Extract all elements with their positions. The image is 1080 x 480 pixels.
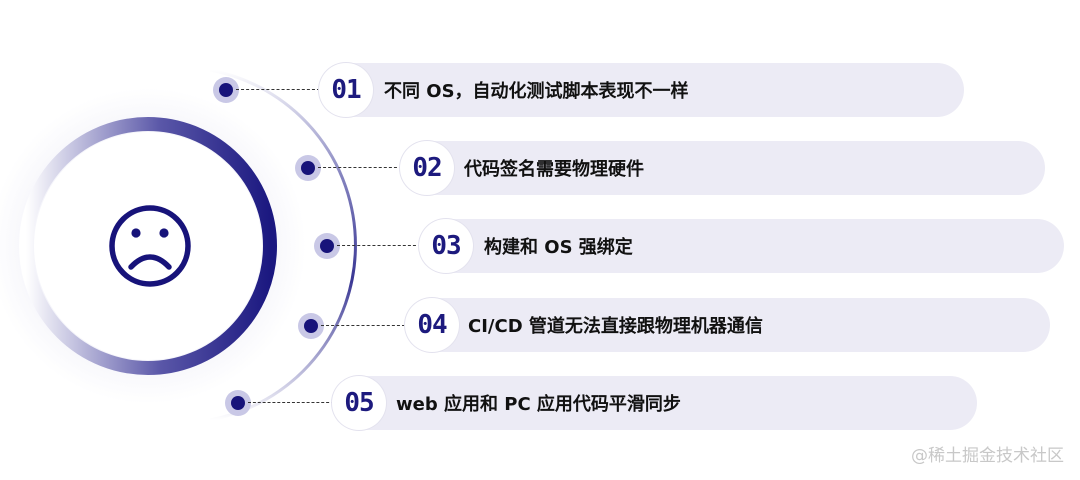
timeline-dot: [213, 77, 239, 103]
timeline-dot: [314, 233, 340, 259]
timeline-dot: [298, 313, 324, 339]
item-text: 代码签名需要物理硬件: [464, 159, 644, 180]
item-text: 不同 OS，自动化测试脚本表现不一样: [384, 81, 689, 102]
timeline-dot: [295, 155, 321, 181]
watermark: @稀土掘金技术社区: [911, 446, 1064, 466]
item-number: 02: [400, 141, 454, 195]
connector-line: [248, 402, 334, 403]
gradient-ring: [19, 117, 277, 375]
item-pill: [400, 141, 1045, 195]
connector-line: [236, 89, 320, 90]
item-pill: [332, 376, 977, 430]
connector-line: [337, 245, 421, 246]
item-number: 03: [419, 219, 473, 273]
item-pill: [419, 219, 1064, 273]
inner-disc: [34, 132, 262, 360]
connector-line: [321, 325, 405, 326]
item-text: web 应用和 PC 应用代码平滑同步: [396, 394, 681, 415]
connector-line: [318, 167, 402, 168]
item-number: 05: [332, 376, 386, 430]
item-number: 01: [319, 63, 373, 117]
item-pill: [319, 63, 964, 117]
timeline-dot: [225, 390, 251, 416]
sad-face-icon: [109, 205, 191, 287]
item-text: 构建和 OS 强绑定: [484, 237, 633, 258]
item-pill: [405, 298, 1050, 352]
item-number: 04: [405, 298, 459, 352]
item-text: CI/CD 管道无法直接跟物理机器通信: [468, 316, 763, 337]
